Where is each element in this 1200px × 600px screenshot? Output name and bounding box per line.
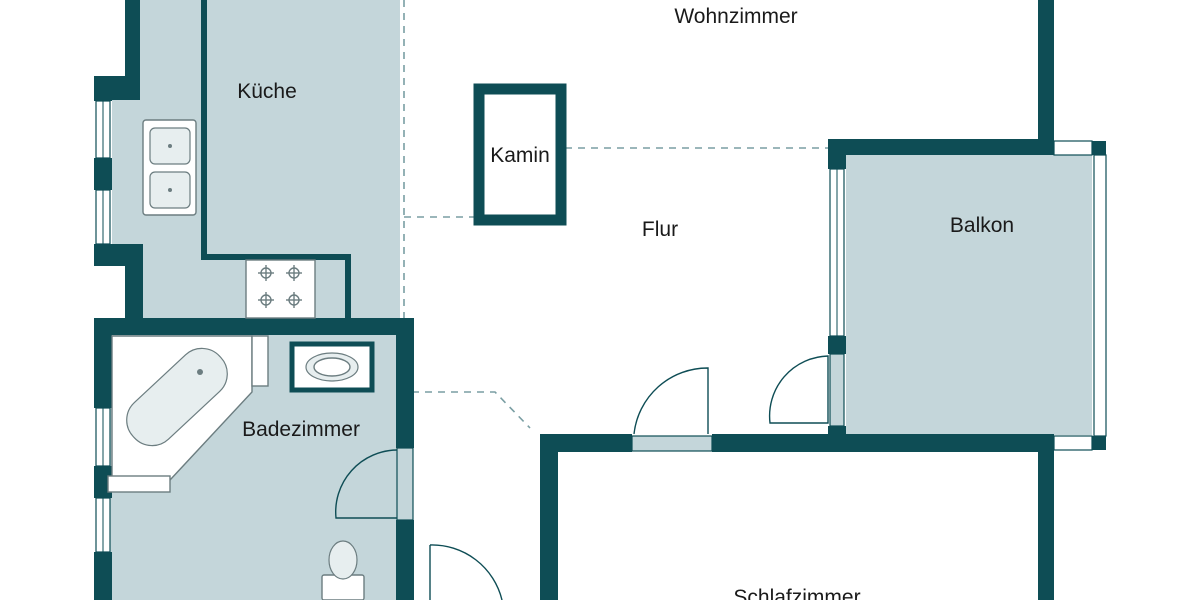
kitchen-sink-drain-top <box>168 144 172 148</box>
doors <box>335 353 845 600</box>
door-bath-swing <box>335 449 398 519</box>
wall-bedroom-top-a <box>540 434 632 452</box>
kitchen-stove <box>245 259 316 319</box>
door-balcony-swing <box>768 355 829 424</box>
wall-bath-top <box>94 318 414 335</box>
door-balcony-leaf <box>829 353 845 427</box>
wall-kitchen-counter-vertical <box>201 0 207 258</box>
wall-bath-right-b <box>396 520 414 600</box>
walls <box>94 0 1106 600</box>
windows <box>95 100 1107 553</box>
wall-balcony-corner-bottom-right <box>1092 436 1106 450</box>
door-bedroom-swing <box>633 367 709 435</box>
label-schlafzimmer: Schlafzimmer <box>733 586 860 600</box>
stove-burner-bl <box>258 292 274 308</box>
wall-balcony-corner-left <box>828 139 846 169</box>
wall-balcony-top <box>828 139 1054 155</box>
wall-kitchen-left-b <box>94 158 112 190</box>
separator-bath-hall <box>412 391 531 429</box>
bathtub-edge-bottom <box>107 475 171 493</box>
bathtub-drain <box>197 369 203 375</box>
wall-kitchen-left-a <box>94 76 112 101</box>
toilet-bowl <box>328 540 358 580</box>
wall-bath-left-c <box>94 552 112 600</box>
kitchen-sink-drain-bottom <box>168 188 172 192</box>
wall-bath-right-a <box>396 318 414 448</box>
label-balkon: Balkon <box>950 214 1014 237</box>
stove-burner-tr <box>286 265 302 281</box>
wall-kitchen-counter-end <box>345 254 351 318</box>
door-bedroom-leaf <box>631 435 713 452</box>
label-wohnzimmer: Wohnzimmer <box>674 5 797 28</box>
kamin-outline <box>473 83 567 226</box>
wall-balcony-left-mid <box>828 336 846 354</box>
label-kamin: Kamin <box>490 144 550 167</box>
balcony-area <box>846 155 1092 435</box>
stove-burner-br <box>286 292 302 308</box>
wall-kitchen-top-left <box>125 0 140 90</box>
door-hall-swing <box>429 544 503 600</box>
wall-kitchen-counter-horizontal <box>201 254 351 260</box>
dashed-separators <box>403 0 830 429</box>
window-balcony-right <box>1093 154 1107 437</box>
window-balcony-top-right <box>1053 140 1093 156</box>
wall-living-right <box>1038 0 1054 152</box>
wall-bedroom-right <box>1038 434 1054 600</box>
door-bath-leaf <box>396 447 414 521</box>
bathtub-edge-right <box>251 335 269 387</box>
window-balcony-bottom-right <box>1053 435 1093 451</box>
label-kueche: Küche <box>237 80 297 103</box>
label-badezimmer: Badezimmer <box>242 418 360 441</box>
wall-bath-left-a <box>94 318 112 408</box>
wall-bedroom-left <box>540 434 558 600</box>
fixtures <box>107 119 375 600</box>
washbasin-niche <box>289 341 375 393</box>
washbasin-inner <box>313 357 351 377</box>
kitchen-area <box>112 0 400 318</box>
label-flur: Flur <box>642 218 678 241</box>
wall-bedroom-top-b <box>712 434 1054 452</box>
wall-balcony-corner-right <box>1092 141 1106 155</box>
room-labels: Wohnzimmer Küche Kamin Flur Balkon Badez… <box>237 5 1014 600</box>
stove-burner-tl <box>258 265 274 281</box>
wall-kitchen-bottom-left <box>125 244 143 324</box>
